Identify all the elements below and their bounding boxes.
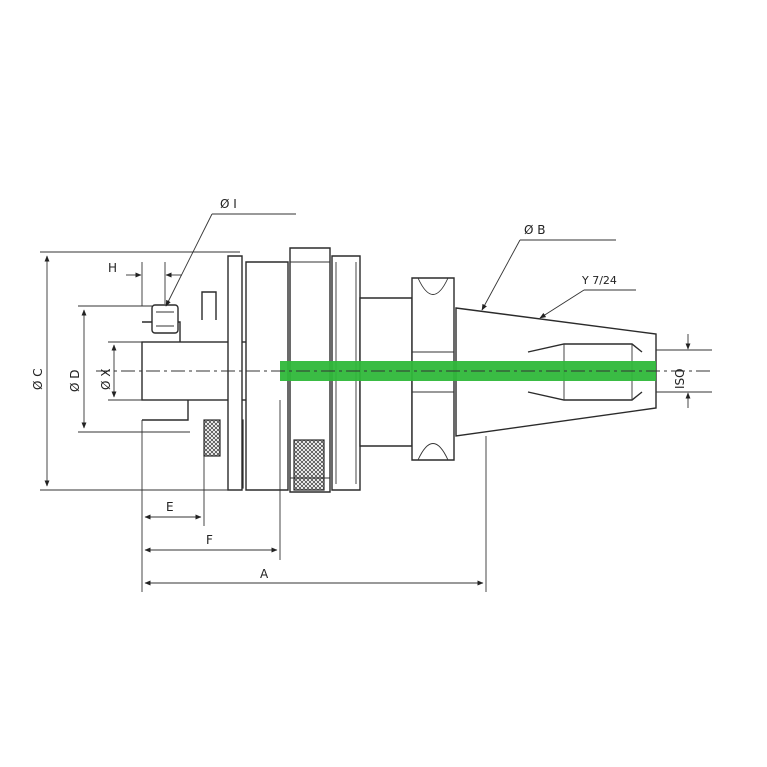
- ring-1: [227, 255, 243, 491]
- knurl-lug-1: [203, 419, 221, 457]
- leader-dia-i: Ø I: [165, 197, 296, 307]
- clamp-screw: [151, 304, 179, 334]
- label-h: H: [108, 261, 117, 275]
- leader-taper: Y 7/24: [539, 274, 636, 319]
- coolant-channel: [280, 361, 656, 381]
- label-a: A: [260, 567, 269, 581]
- ring-2: [245, 261, 289, 491]
- dim-a: A: [144, 436, 487, 592]
- label-e: E: [166, 500, 174, 514]
- label-taper: Y 7/24: [581, 274, 617, 287]
- dim-iso: ISO: [656, 334, 712, 408]
- label-iso: ISO: [673, 368, 687, 389]
- label-dia-d: Ø D: [68, 370, 82, 393]
- upper-lug: [201, 291, 217, 320]
- dim-c: Ø C: [31, 251, 240, 491]
- label-dia-i: Ø I: [220, 197, 237, 211]
- label-dia-x: Ø X: [99, 369, 113, 390]
- label-dia-c: Ø C: [31, 368, 45, 390]
- label-dia-b: Ø B: [524, 223, 546, 237]
- stud-bore: [527, 343, 643, 401]
- dim-x: Ø X: [99, 341, 142, 401]
- label-f: F: [206, 533, 213, 547]
- leader-dia-b: Ø B: [481, 223, 616, 311]
- dim-e: E: [141, 420, 205, 592]
- nut-knurl: [293, 439, 325, 491]
- dim-h: H: [108, 261, 182, 306]
- dim-d: Ø D: [68, 305, 190, 433]
- dim-f: F: [144, 400, 281, 560]
